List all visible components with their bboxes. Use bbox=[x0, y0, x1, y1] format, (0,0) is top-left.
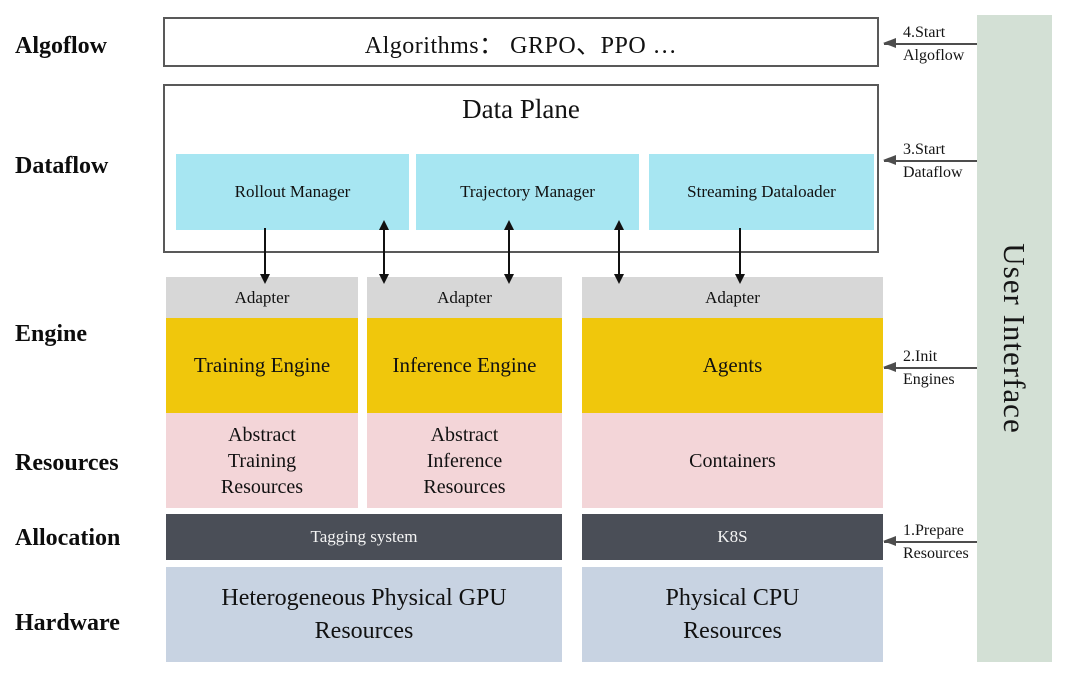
gpu-resources-label: Heterogeneous Physical GPU Resources bbox=[221, 585, 507, 644]
left-arrow-icon bbox=[883, 536, 977, 546]
step-label: 3.Start bbox=[903, 141, 946, 158]
rollout-manager-label: Rollout Manager bbox=[234, 182, 351, 201]
arrow-bidir-trajectory-adapter3 bbox=[613, 220, 624, 284]
step-label: Dataflow bbox=[903, 164, 963, 181]
inference-engine-label: Inference Engine bbox=[392, 353, 537, 377]
trajectory-manager-box: Trajectory Manager bbox=[416, 154, 639, 230]
adapter-label: Adapter bbox=[705, 287, 760, 307]
layer-label-algoflow: Algoflow bbox=[15, 32, 107, 59]
data-plane-box: Data Plane Rollout Manager Trajectory Ma… bbox=[163, 84, 879, 253]
arrow-down-streaming-adapter3 bbox=[734, 228, 745, 284]
streaming-dataloader-label: Streaming Dataloader bbox=[687, 182, 836, 201]
step-label: Algoflow bbox=[903, 47, 965, 64]
layer-label-engine: Engine bbox=[15, 320, 88, 347]
cpu-resources-label: Physical CPU Resources bbox=[665, 585, 800, 644]
left-arrow-icon bbox=[883, 362, 977, 372]
layer-label-hardware: Hardware bbox=[15, 609, 120, 636]
containers-box: Containers bbox=[582, 413, 883, 508]
abstract-inference-resources-label: Abstract Inference Resources bbox=[423, 423, 506, 498]
abstract-inference-resources-box: Abstract Inference Resources bbox=[367, 413, 562, 508]
streaming-dataloader-box: Streaming Dataloader bbox=[649, 154, 874, 230]
arrow-bidir-trajectory-adapter2 bbox=[503, 220, 514, 284]
training-engine-label: Training Engine bbox=[193, 353, 331, 377]
step-label: 4.Start bbox=[903, 24, 946, 41]
agents-box: Agents bbox=[582, 318, 883, 413]
rollout-manager-box: Rollout Manager bbox=[176, 154, 409, 230]
step-label: 2.Init bbox=[903, 348, 938, 365]
step-label: Resources bbox=[903, 545, 969, 562]
abstract-training-resources-box: Abstract Training Resources bbox=[166, 413, 358, 508]
left-arrow-icon bbox=[883, 155, 977, 165]
user-interface-bar bbox=[977, 15, 1052, 662]
k8s-box: K8S bbox=[582, 514, 883, 560]
containers-label: Containers bbox=[689, 449, 776, 472]
adapter-agents-box: Adapter bbox=[582, 277, 883, 318]
k8s-label: K8S bbox=[717, 527, 748, 546]
training-engine-box: Training Engine bbox=[166, 318, 358, 413]
trajectory-manager-label: Trajectory Manager bbox=[460, 182, 595, 201]
layer-label-allocation: Allocation bbox=[15, 524, 121, 551]
algorithms-box: Algorithms： GRPO、PPO … bbox=[163, 17, 879, 67]
adapter-inference-box: Adapter bbox=[367, 277, 562, 318]
layer-label-dataflow: Dataflow bbox=[15, 152, 109, 179]
layer-label-resources: Resources bbox=[15, 449, 119, 476]
data-plane-title: Data Plane bbox=[462, 94, 580, 124]
adapter-label: Adapter bbox=[234, 287, 290, 307]
cpu-resources-box: Physical CPU Resources bbox=[582, 567, 883, 662]
gpu-resources-box: Heterogeneous Physical GPU Resources bbox=[166, 567, 562, 662]
tagging-system-label: Tagging system bbox=[310, 527, 418, 546]
adapter-label: Adapter bbox=[437, 287, 492, 307]
algorithms-label: Algorithms： GRPO、PPO … bbox=[364, 32, 678, 59]
left-arrow-icon bbox=[883, 38, 977, 48]
step-label: Engines bbox=[903, 371, 955, 388]
user-interface-label: User Interface bbox=[997, 243, 1033, 434]
step-label: 1.Prepare bbox=[903, 522, 964, 539]
inference-engine-box: Inference Engine bbox=[367, 318, 562, 413]
tagging-system-box: Tagging system bbox=[166, 514, 562, 560]
arrow-bidir-rollout-adapter2 bbox=[378, 220, 389, 284]
arrow-down-rollout-adapter1 bbox=[259, 228, 270, 284]
agents-label: Agents bbox=[702, 353, 763, 377]
abstract-training-resources-label: Abstract Training Resources bbox=[220, 423, 304, 498]
